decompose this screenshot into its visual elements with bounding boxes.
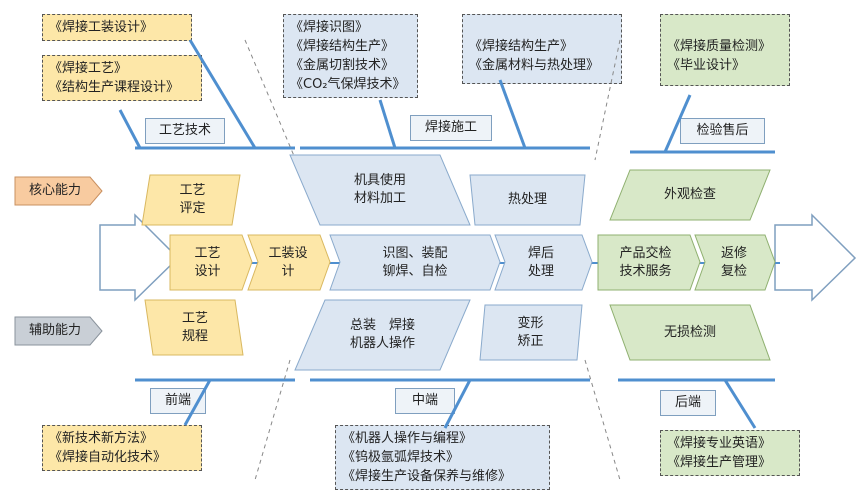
cell-shape-3 [247,234,331,291]
cell-deformation-correction: 变形 矫正 [517,315,544,349]
cell-shape-9 [494,234,593,291]
cell-product-delivery: 产品交检 技术服务 [619,245,672,279]
core-ability-label: 核心能力 [28,183,81,198]
cell-drawing-assembly: 识图、装配 铆焊、自检 [382,245,448,279]
cell-robot-operation: 总装 焊接 机器人操作 [349,318,415,351]
connector-6 [183,379,212,426]
cell-process-design: 工艺 设计 [194,245,221,279]
cell-repair-recheck: 返修 复检 [720,245,747,279]
divider-3 [594,39,621,161]
cell-post-weld: 焊后 处理 [527,245,554,279]
course-box-welding-process: 《焊接工艺》 《结构生产课程设计》 [42,55,202,101]
divider-1 [244,39,301,171]
branch-process-tech: 工艺技术 [145,118,225,144]
aux-tag-shape [14,316,103,346]
cell-shape-7 [294,299,471,371]
branch-middle-end: 中端 [395,388,455,414]
cell-tool-use: 机具使用 材料加工 [353,173,406,206]
branch-inspection-service: 检验售后 [680,118,765,144]
course-box-inspection: 《焊接质量检测》 《毕业设计》 [660,14,790,86]
core-tag-shape [14,176,103,206]
course-box-construction: 《焊接识图》 《焊接结构生产》 《金属切割技术》 《CO₂气保焊技术》 [283,14,418,98]
start-arrow [99,213,180,302]
connector-1 [188,39,257,149]
cell-shape-12 [597,234,701,291]
course-box-new-tech: 《新技术新方法》 《焊接自动化技术》 [42,425,202,471]
connector-3 [378,99,397,149]
connector-8 [723,379,757,429]
cell-visual-inspection: 外观检查 [663,187,716,202]
connector-2 [118,109,142,149]
cell-shape-14 [609,304,771,361]
cell-nondestructive-test: 无损检测 [663,324,716,340]
divider-4 [584,359,621,481]
cell-shape-10 [479,304,583,361]
cell-shape-5 [289,154,471,226]
end-arrow [774,213,857,302]
cell-heat-treatment: 热处理 [507,192,547,207]
divider-2 [254,359,291,481]
connector-7 [443,379,472,429]
cell-shape-1 [141,174,241,226]
cell-shape-4 [144,299,244,356]
cell-fixture-design: 工装设 计 [268,245,308,279]
course-box-robot-programming: 《机器人操作与编程》 《钨极氩弧焊技术》 《焊接生产设备保养与维修》 [335,425,550,490]
course-box-heat-treatment: 《焊接结构生产》 《金属材料与热处理》 [462,14,622,84]
branch-back-end: 后端 [660,390,716,416]
cell-shape-6 [329,234,501,291]
course-box-english-management: 《焊接专业英语》 《焊接生产管理》 [660,430,800,476]
cell-shape-11 [609,169,771,221]
cell-process-evaluation: 工艺 评定 [179,183,206,216]
cell-shape-8 [469,174,586,226]
cell-shape-13 [694,234,776,291]
aux-ability-label: 辅助能力 [28,323,81,338]
branch-welding-construction: 焊接施工 [410,115,492,141]
connector-5 [663,94,692,153]
cell-process-spec: 工艺 规程 [181,310,208,344]
course-box-welding-fixture: 《焊接工装设计》 [42,14,192,41]
cell-shape-2 [169,234,253,291]
connector-4 [498,79,527,149]
